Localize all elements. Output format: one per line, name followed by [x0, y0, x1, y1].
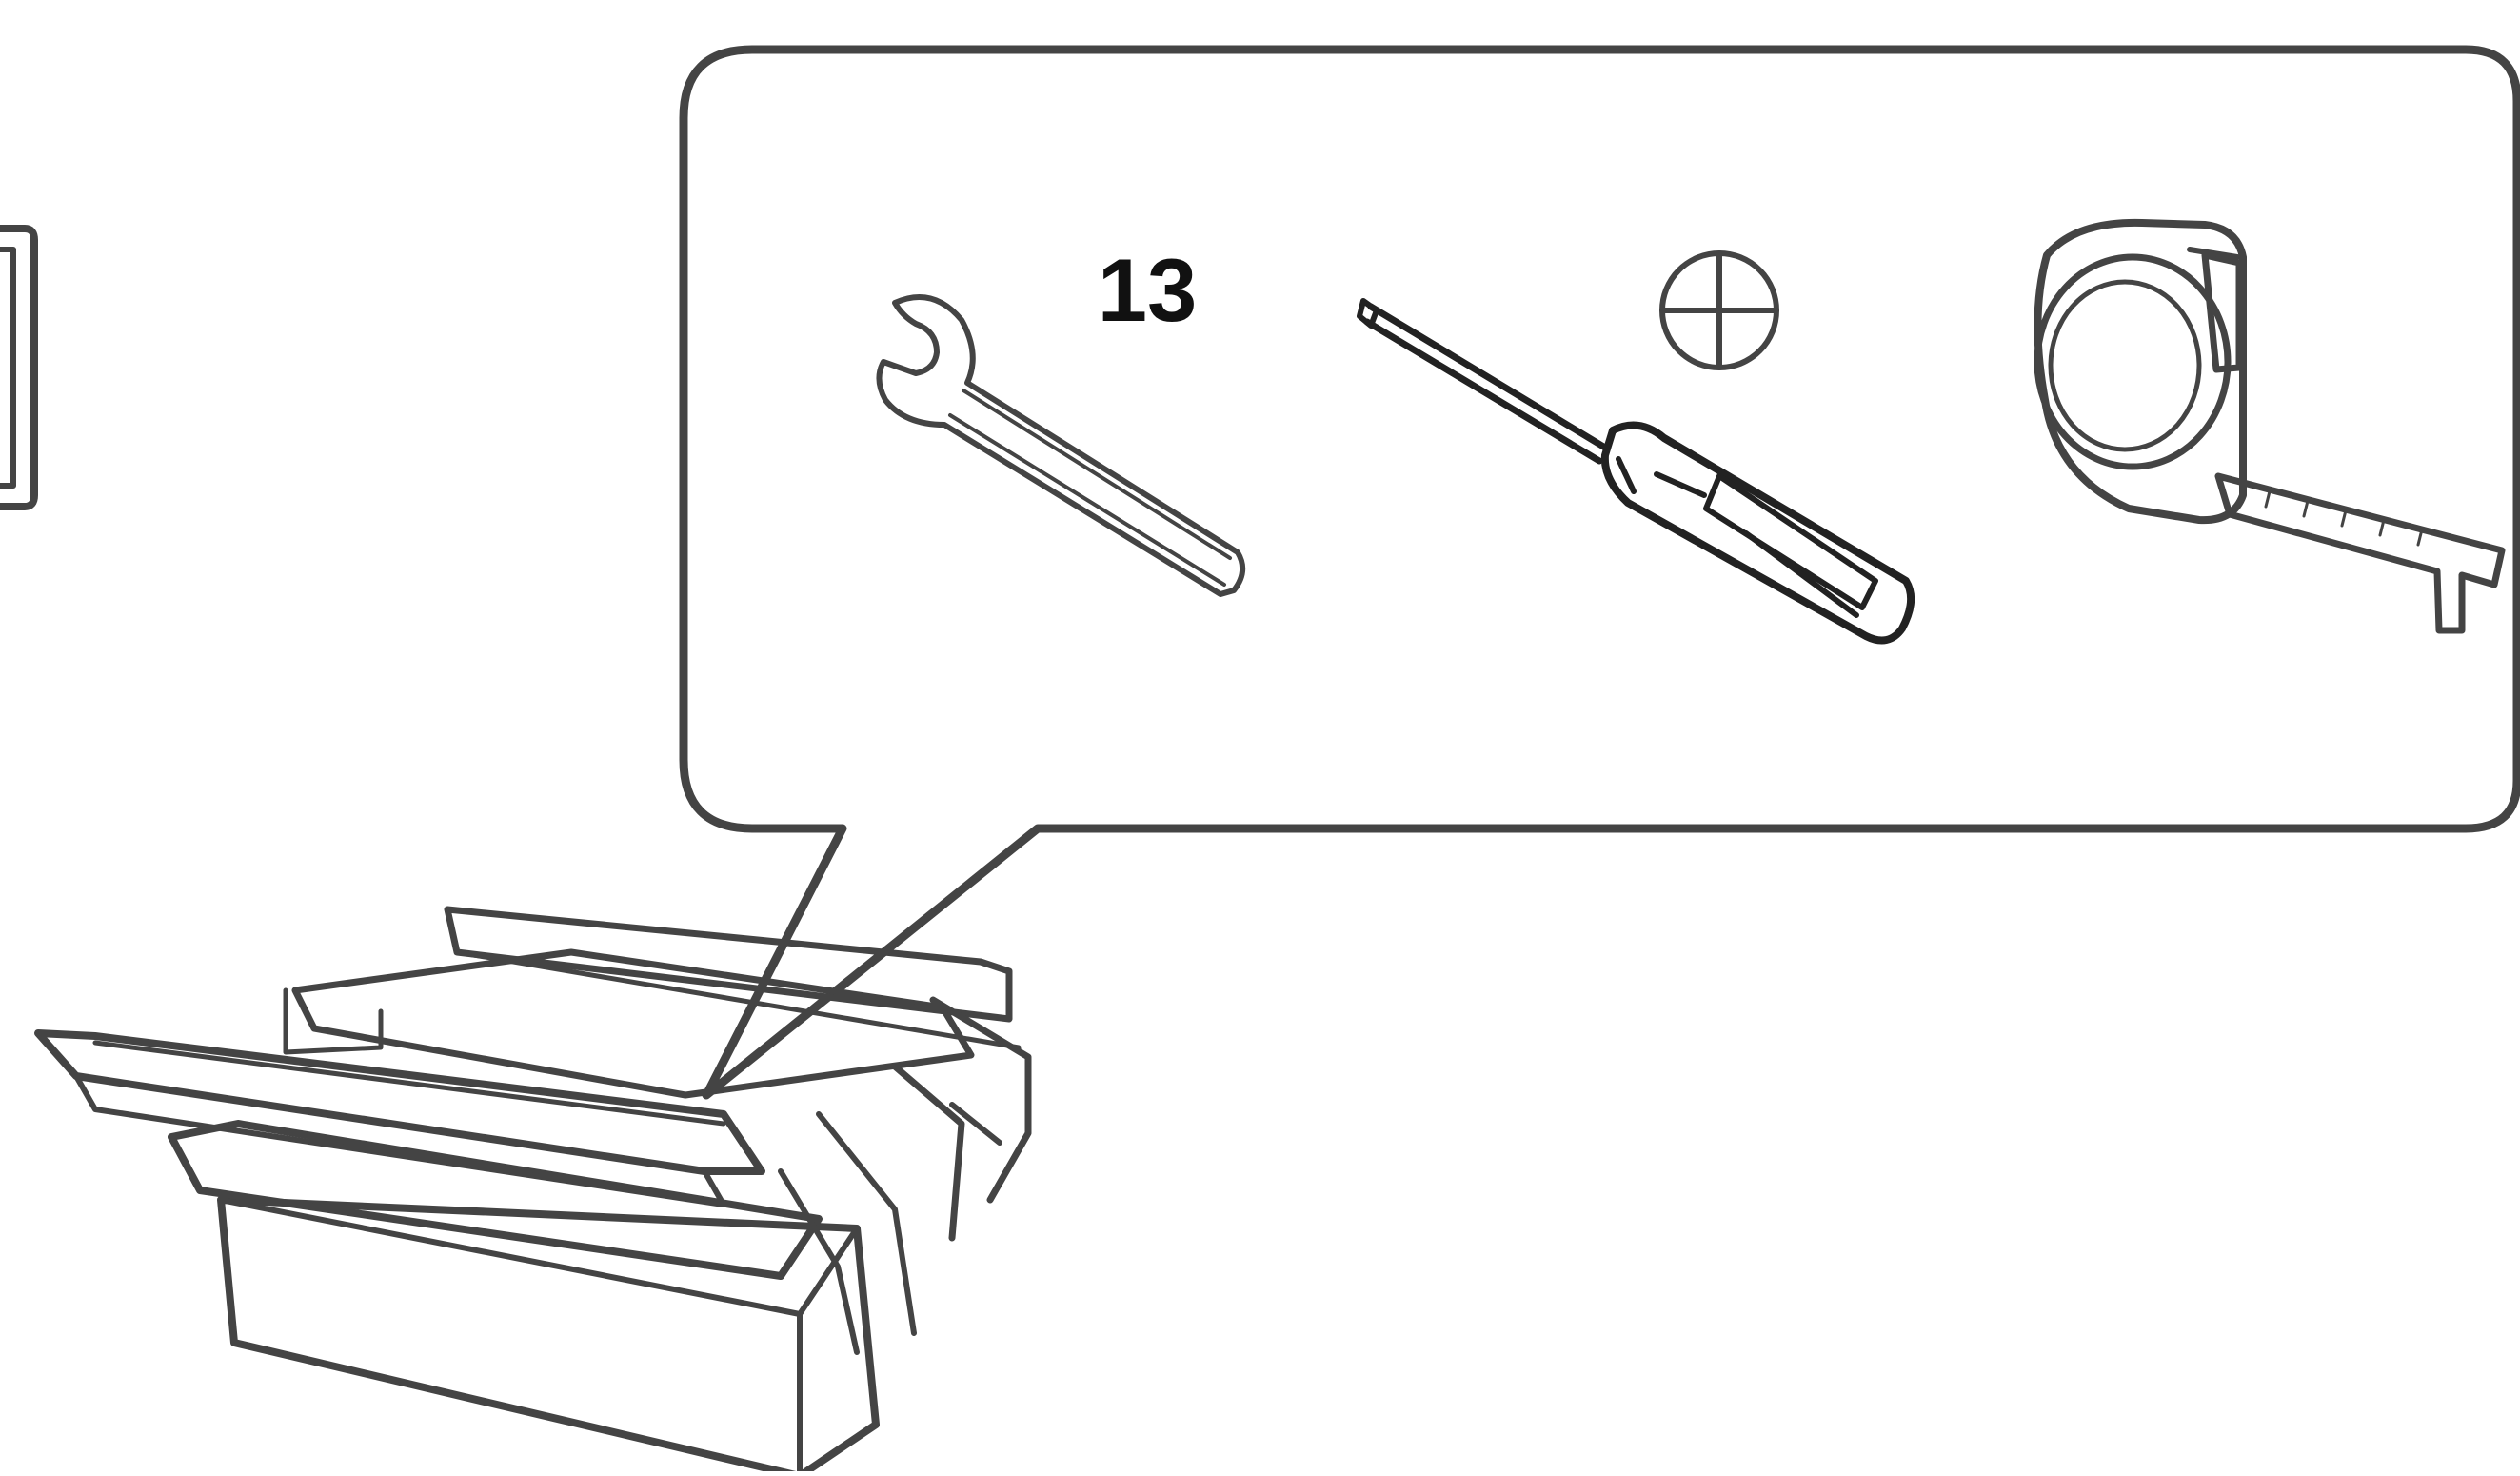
partial-bracket-icon	[0, 225, 38, 510]
wrench-size-label: 13	[1097, 240, 1198, 340]
phillips-cross-symbol-icon	[1659, 250, 1779, 370]
open-end-wrench-icon	[876, 294, 1246, 597]
toolbox-icon	[34, 906, 1032, 1476]
speech-bubble-callout	[679, 45, 2520, 1100]
phillips-screwdriver-icon	[1357, 298, 1915, 645]
tape-measure-icon	[2034, 218, 2506, 634]
